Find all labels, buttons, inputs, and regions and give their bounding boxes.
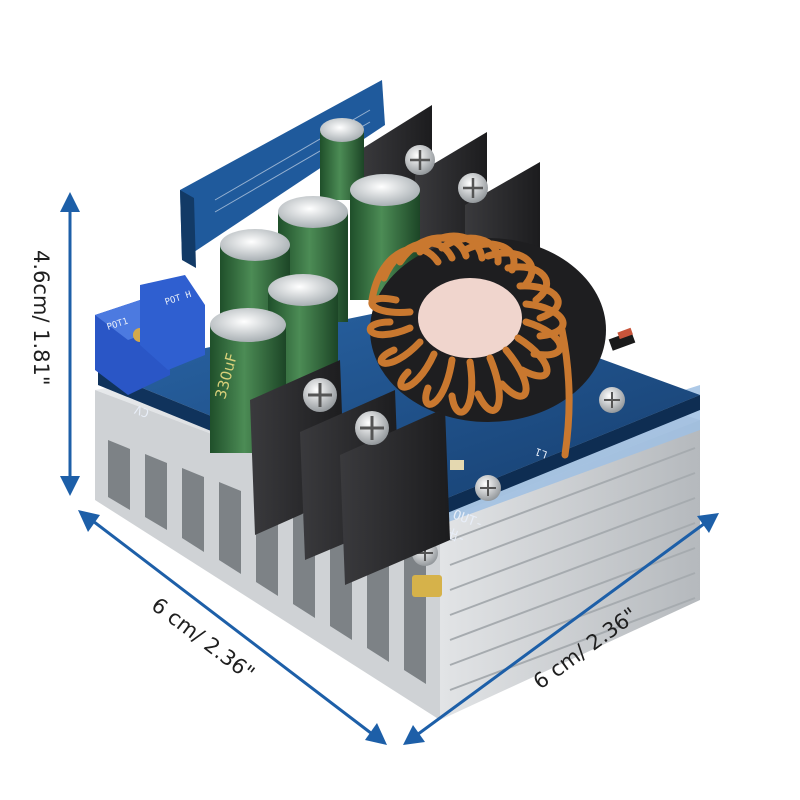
height-label: 4.6cm/ 1.81" xyxy=(29,250,53,386)
potentiometers: POT1 POT H xyxy=(95,275,205,395)
terminal-blocks-output xyxy=(250,360,450,585)
height-dimension: 4.6cm/ 1.81" xyxy=(29,192,80,496)
cv-label: CV xyxy=(133,402,151,420)
l1-label: L1 xyxy=(534,445,549,459)
toroid-inductor xyxy=(366,232,606,459)
